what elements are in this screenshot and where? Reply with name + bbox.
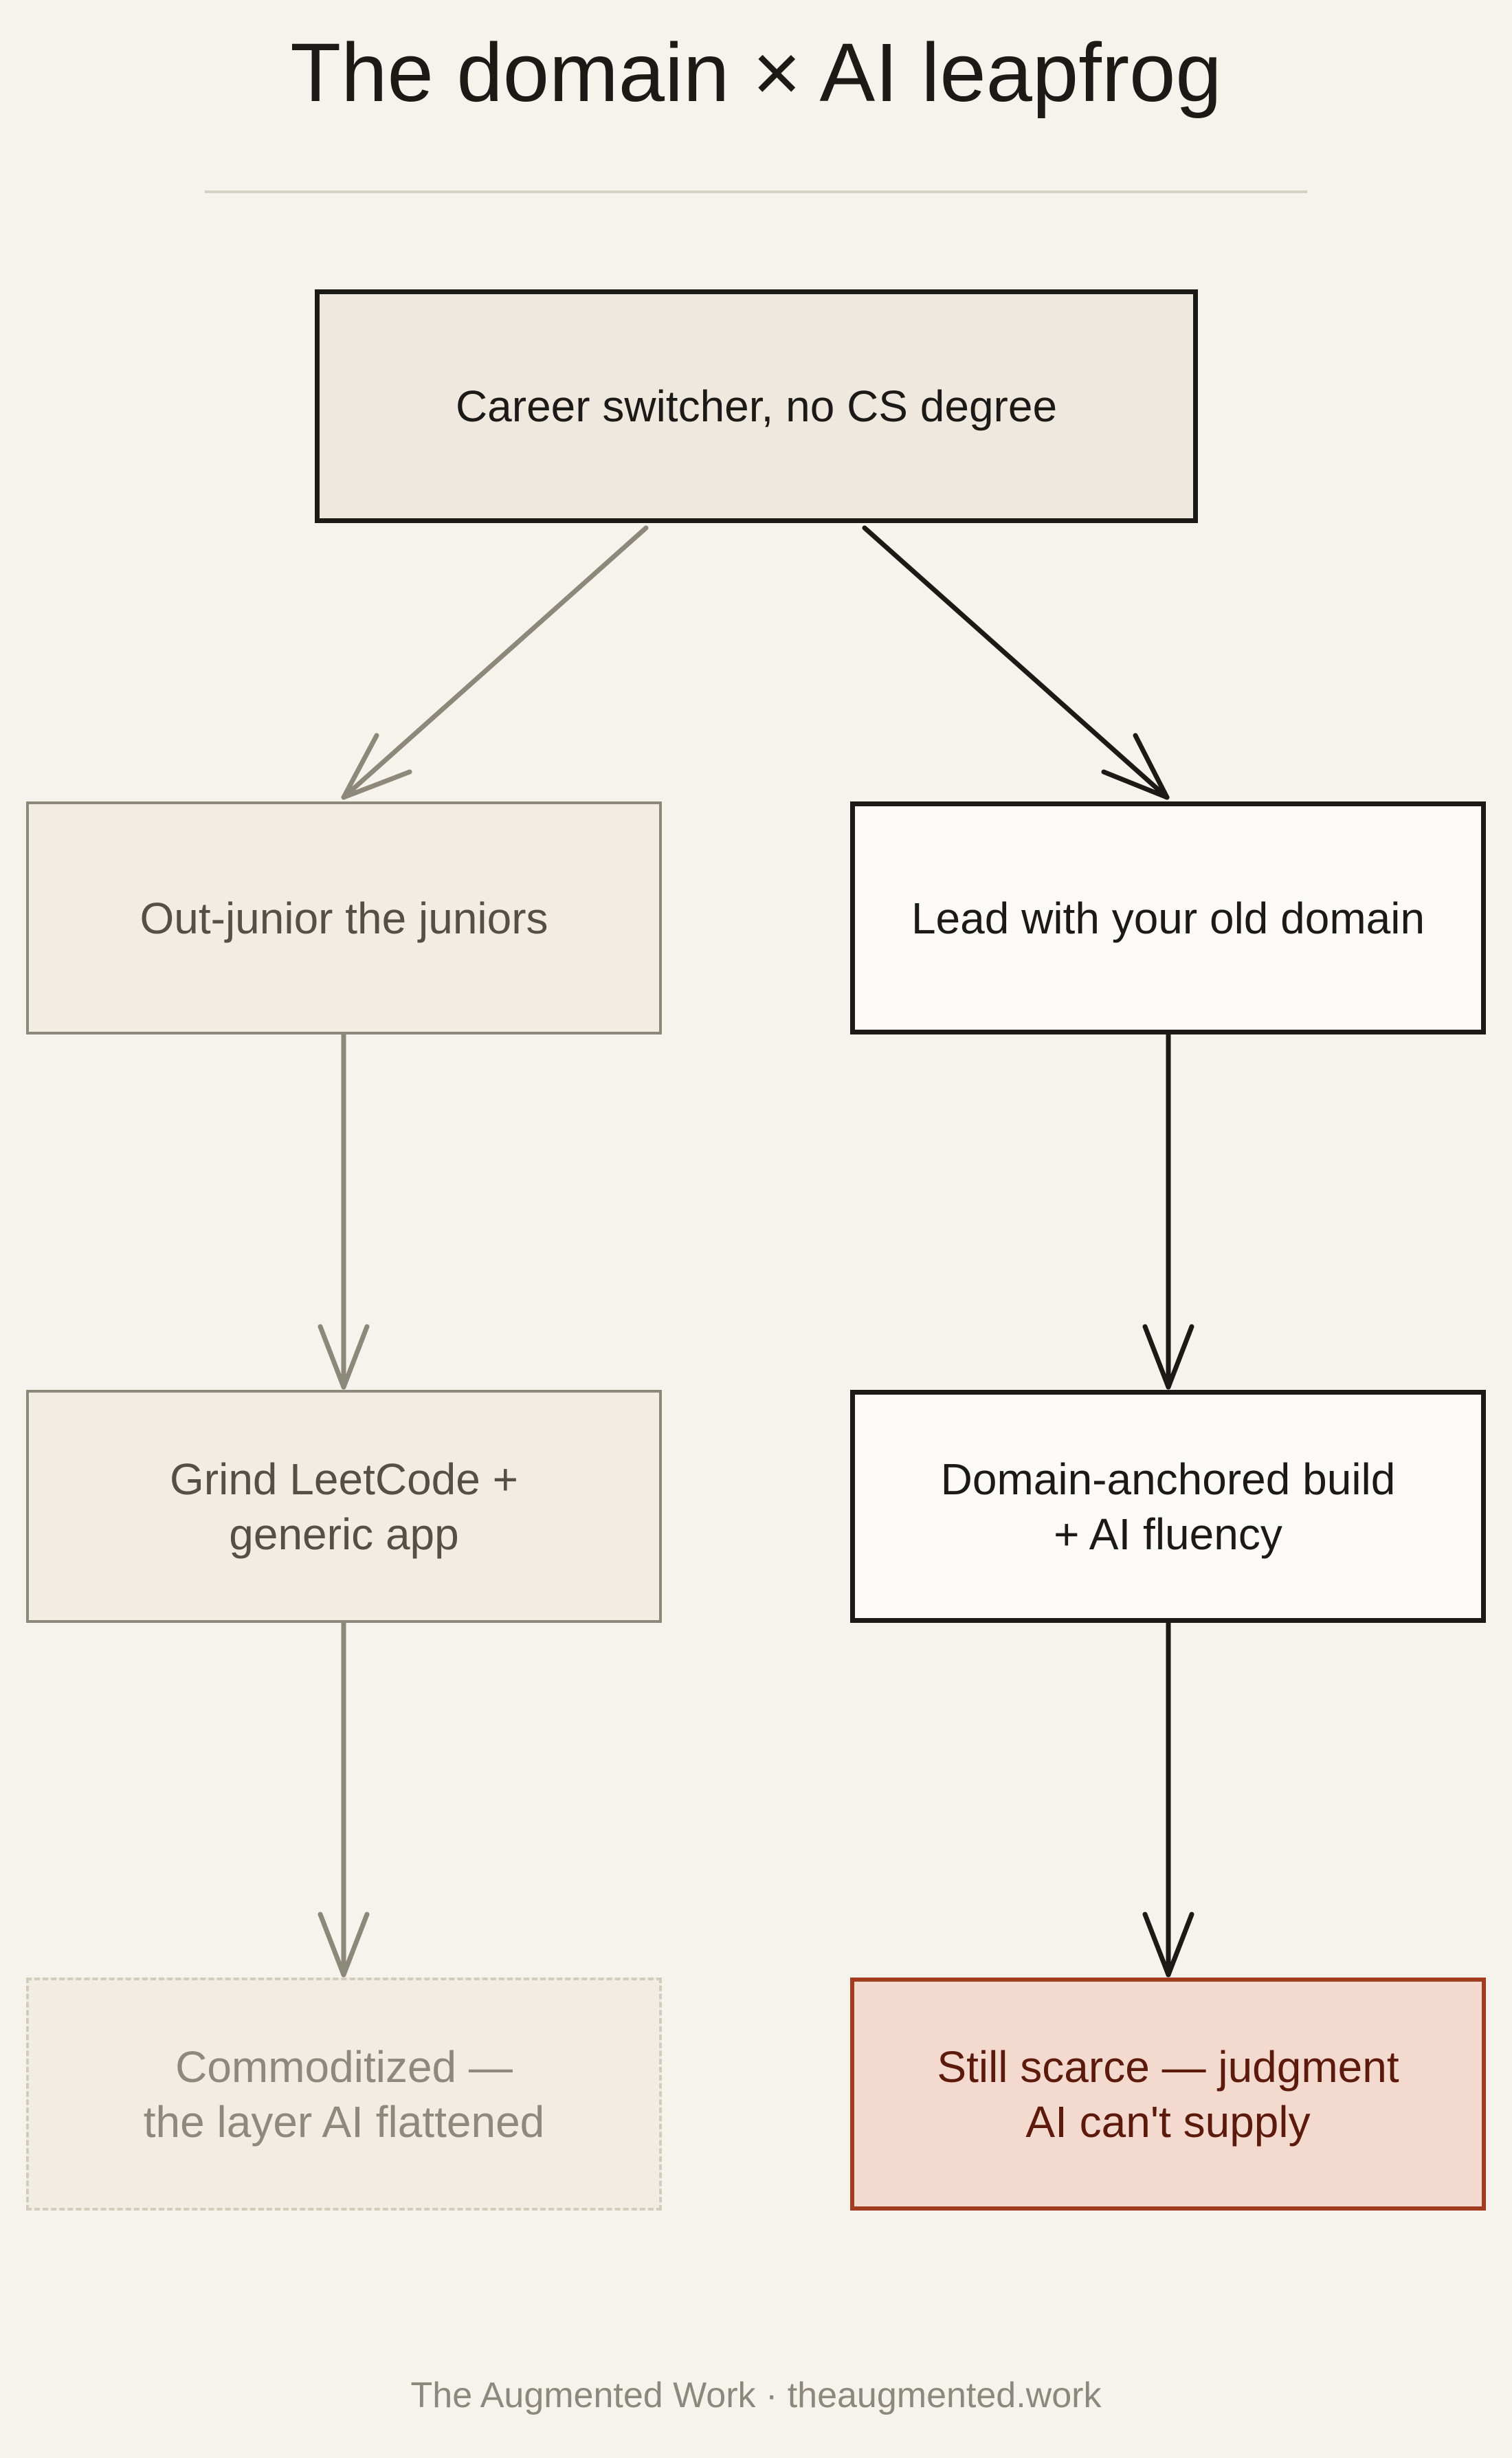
- diagram-title: The domain × AI leapfrog: [290, 25, 1222, 119]
- node-root: Career switcher, no CS degree: [315, 289, 1198, 523]
- footer-credit: The Augmented Work · theaugmented.work: [410, 2376, 1102, 2415]
- arrow-left-2-to-left-3: [318, 1620, 370, 1978]
- arrow-left-1-to-left-2: [318, 1032, 370, 1390]
- node-left-2: Grind LeetCode + generic app: [26, 1390, 662, 1623]
- node-right-2: Domain-anchored build + AI fluency: [850, 1390, 1486, 1623]
- node-right-1: Lead with your old domain: [850, 801, 1486, 1034]
- arrow-root-to-right-1: [862, 525, 1170, 800]
- arrow-right-1-to-right-2: [1142, 1032, 1194, 1390]
- node-left-1: Out-junior the juniors: [26, 801, 662, 1034]
- node-right-3: Still scarce — judgment AI can't supply: [850, 1978, 1486, 2211]
- arrow-right-2-to-right-3: [1142, 1620, 1194, 1978]
- node-left-3: Commoditized — the layer AI flattened: [26, 1978, 662, 2211]
- title-divider: [205, 190, 1307, 193]
- arrow-root-to-left-1: [341, 525, 649, 800]
